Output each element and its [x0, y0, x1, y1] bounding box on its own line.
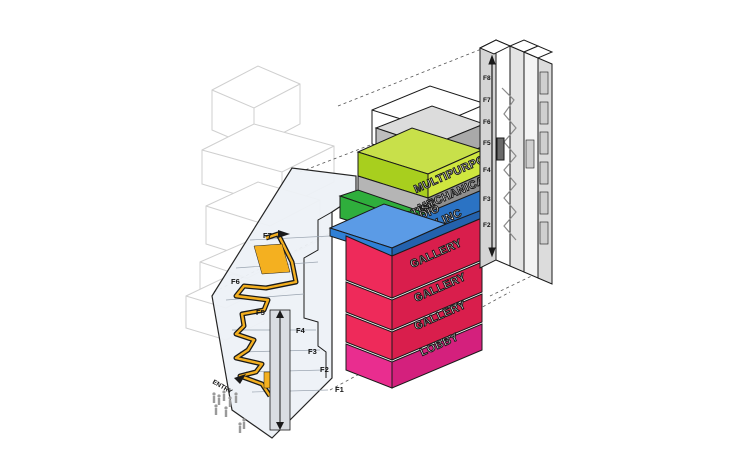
section-label-f1: F1 [335, 385, 344, 394]
elevation-label-f3: F3 [483, 196, 491, 203]
section-label-f2: F2 [320, 365, 329, 374]
section-label-f6: F6 [231, 277, 240, 286]
f7-arrow-icon [278, 230, 290, 238]
entry-arrow-icon [234, 374, 246, 384]
lobby-volume [345, 323, 483, 389]
elevation-label-f5: F5 [483, 140, 491, 147]
section-floor-labels: F1 F2 F3 F4 F5 F6 F7 [231, 231, 344, 394]
elevation-label-f2: F2 [483, 222, 491, 229]
mechanical-volume [357, 173, 483, 215]
elevation-label-f8: F8 [483, 75, 491, 82]
right-elevation [478, 39, 554, 285]
gallery-2-volume [345, 261, 483, 331]
elevation-floor-labels: F8 F7 F6 F5 F4 F3 F2 [483, 75, 491, 229]
gallery-3-volume [345, 293, 483, 361]
elevation-label-f6: F6 [483, 119, 491, 126]
program-stack: MULTIPURPOSE MECHANICAL ARTIST STUDIO NE… [328, 85, 502, 389]
elevation-label-f4: F4 [483, 167, 491, 174]
entry-people-icon [212, 390, 246, 433]
elevation-stair-icon [501, 87, 517, 241]
elevation-label-f7: F7 [483, 97, 491, 104]
elevation-elevator-icon [496, 137, 505, 161]
section-label-f4: F4 [296, 326, 306, 335]
section-stepped-profile [303, 211, 333, 378]
section-label-f3: F3 [308, 347, 317, 356]
section-label-f7: F7 [263, 231, 272, 240]
section-cut [211, 167, 357, 439]
section-label-f5: F5 [256, 308, 265, 317]
multipurpose-volume [356, 127, 484, 199]
